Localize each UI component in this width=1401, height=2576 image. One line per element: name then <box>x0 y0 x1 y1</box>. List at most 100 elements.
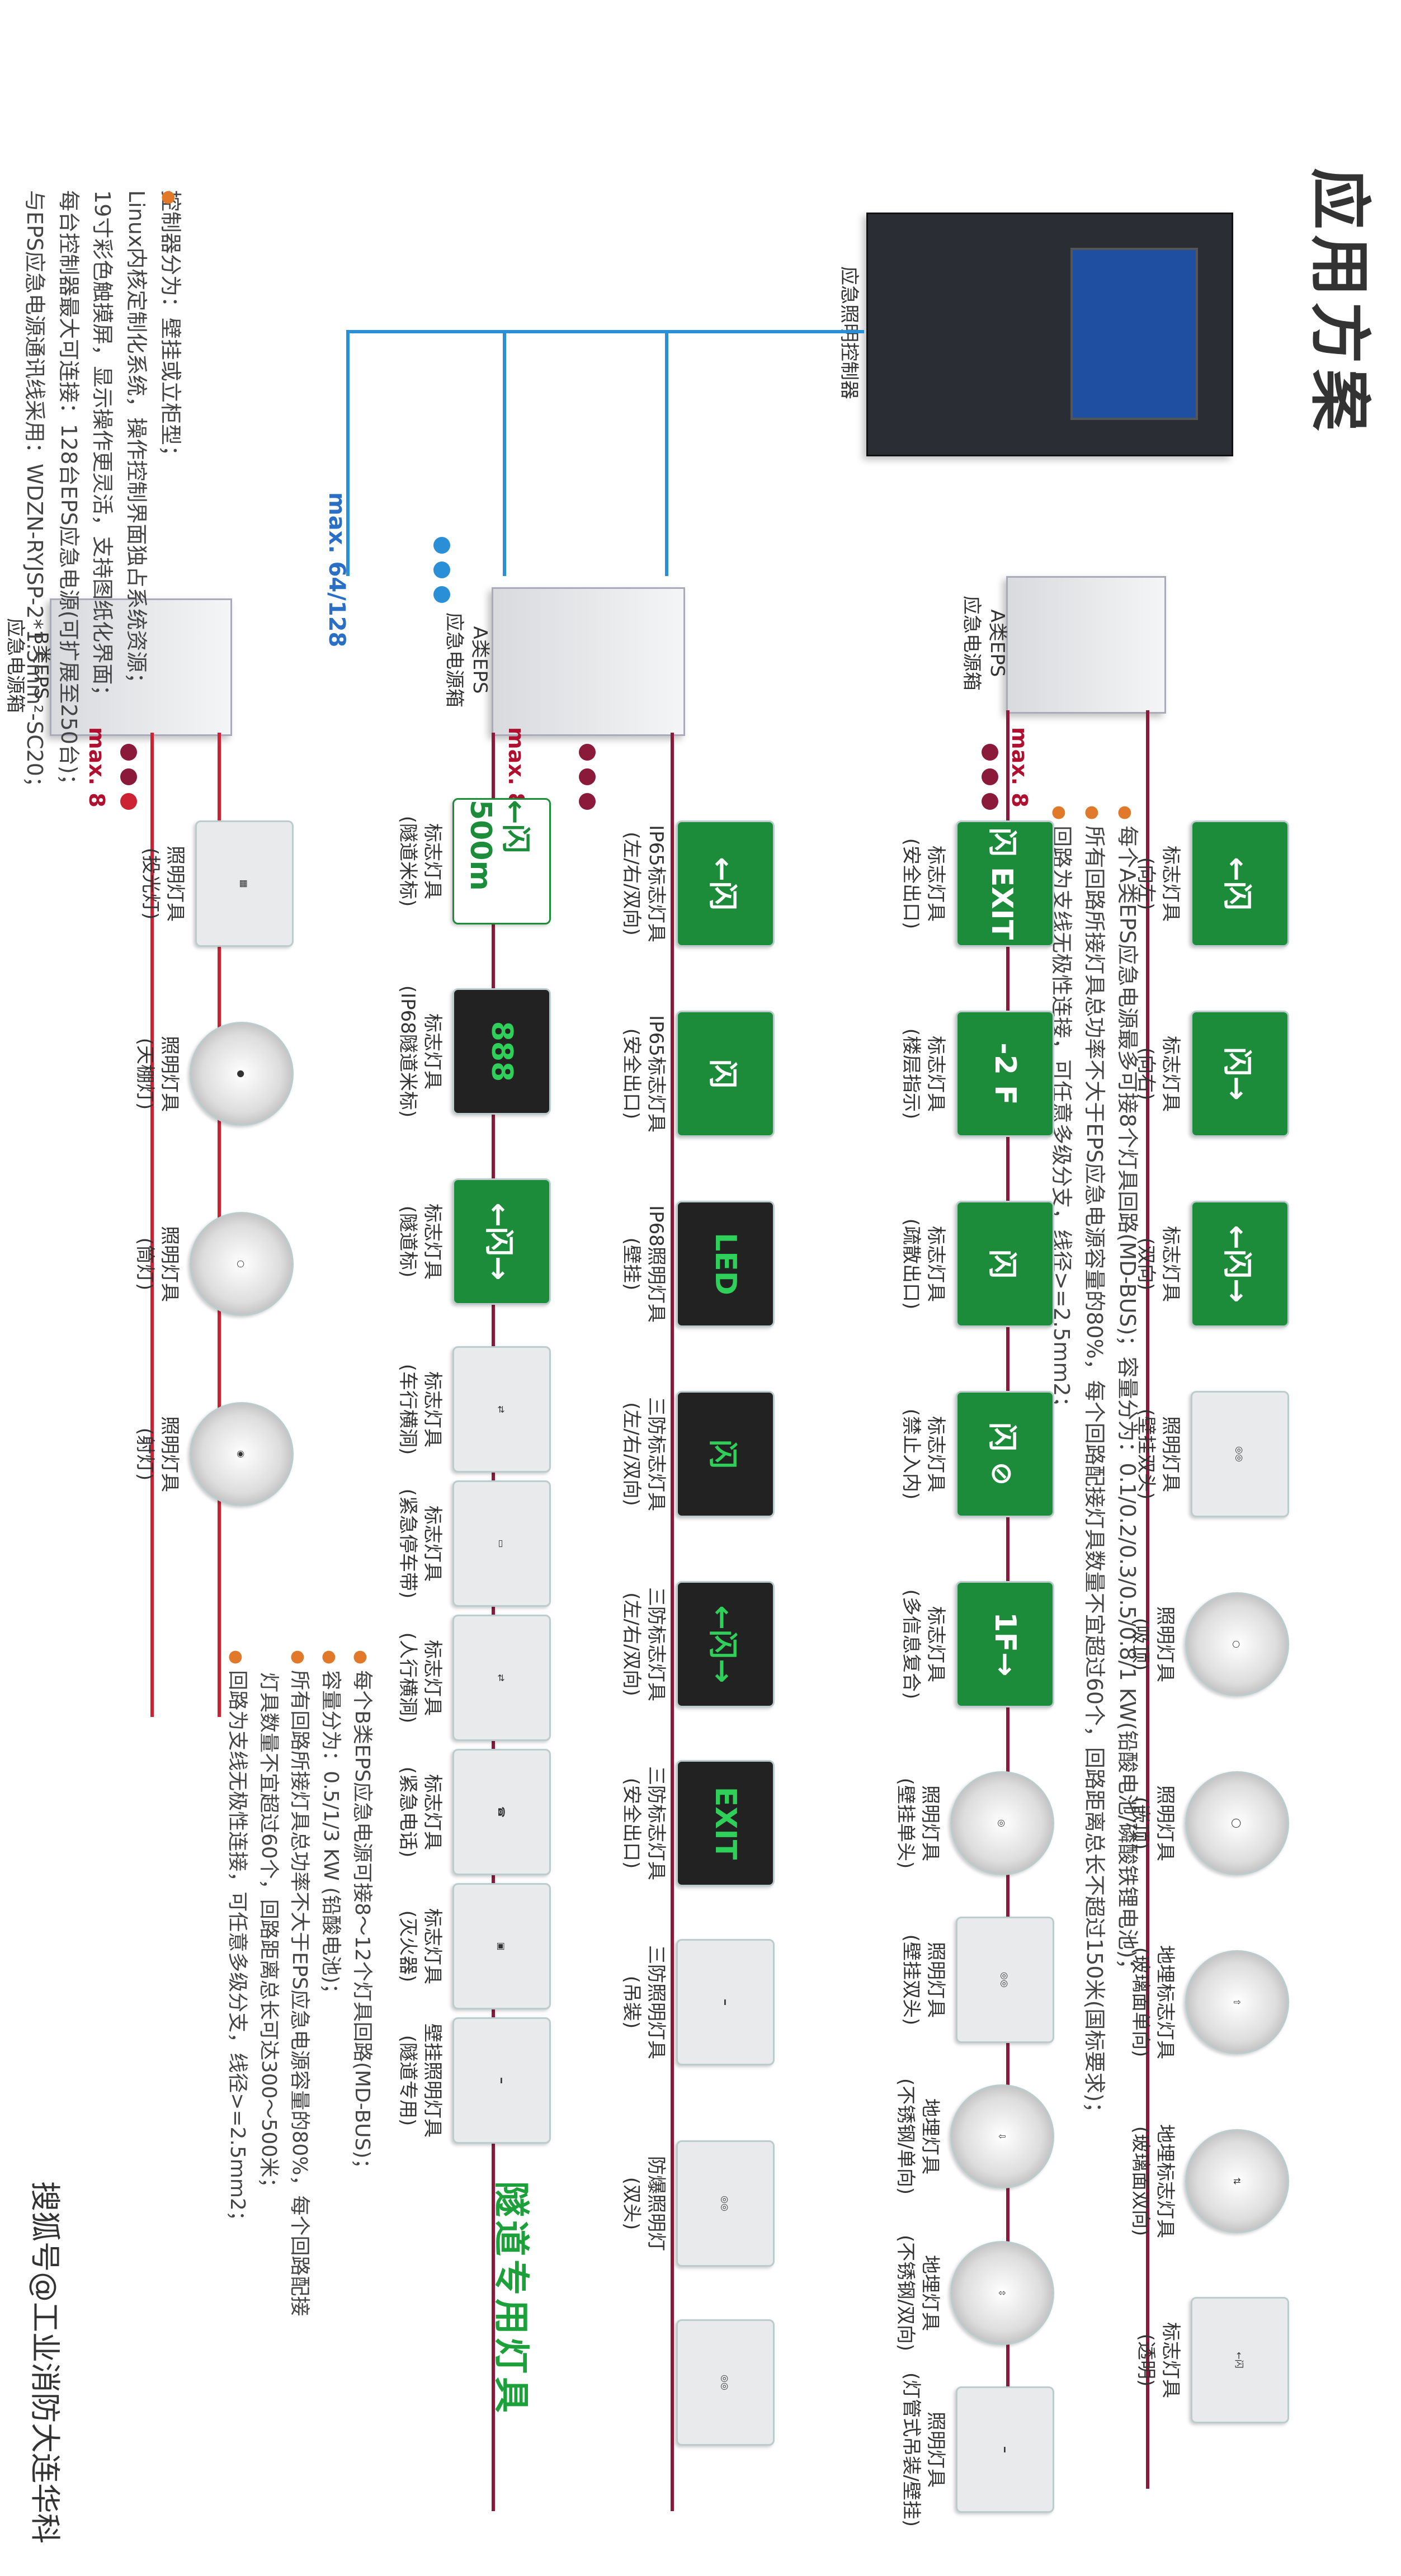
device-icon: EXIT <box>676 1760 775 1886</box>
eps-a1-label: A类EPS 应急电源箱 <box>960 596 1008 691</box>
controller-screen <box>1070 248 1198 420</box>
device-icon: ☎ <box>452 1749 551 1875</box>
device-icon: ▦ <box>195 820 294 947</box>
device-icon: ←闪→ <box>452 1178 551 1305</box>
device-icon: ←闪 <box>1191 820 1289 947</box>
device-label: 标志灯具 (车行横洞) <box>396 1364 444 1455</box>
device-item: ▣标志灯具 (灭火器) <box>395 1868 551 2025</box>
device-icon: ▣ <box>452 1883 551 2009</box>
device-label: 照明灯具 (壁挂单头) <box>894 1777 941 1869</box>
device-item: ◯照明灯具 (嵌顶) <box>1128 1745 1289 1902</box>
device-label: IP68照明灯具 (壁挂) <box>620 1205 667 1323</box>
device-item: 闪三防标志灯具 (左/右/双向) <box>619 1376 775 1532</box>
comms-bus <box>665 330 668 576</box>
note-b-line: 回路为支线无极性连接，可任意多级分支，线径>=2.5mm2； <box>225 1670 249 2231</box>
eps-a1-cabinet <box>1006 576 1166 714</box>
device-icon: ◎◎ <box>956 1917 1054 2043</box>
device-label: 照明灯具 (投光灯) <box>139 846 186 922</box>
device-item: ◎◎照明灯具 (壁挂双头) <box>899 1902 1054 2058</box>
device-item: ⇄标志灯具 (车行横洞) <box>395 1331 551 1488</box>
device-item: ←闪→标志灯具 (隧道标) <box>395 1163 551 1320</box>
watermark: 搜狐号@工业消防大连华科 <box>27 2181 63 2544</box>
device-icon: ←闪 500m <box>452 798 551 924</box>
device-item: 1F→标志灯具 (多信息复合) <box>899 1566 1054 1723</box>
eps-a1-max: max. 8 <box>1007 727 1032 808</box>
device-label: 三防标志灯具 (左/右/双向) <box>620 1397 667 1511</box>
device-label: 标志灯具 (透明) <box>1134 2322 1182 2398</box>
device-label: 三防标志灯具 (左/右/双向) <box>620 1587 667 1701</box>
device-item: ◎照明灯具 (壁挂单头) <box>893 1745 1054 1902</box>
device-item: ━照明灯具 (灯管式吊装/壁挂) <box>899 2371 1054 2528</box>
device-icon: ⇧ <box>1185 1950 1289 2054</box>
device-label: 照明灯具 (灯管式吊装/壁挂) <box>899 2372 947 2527</box>
device-icon: LED <box>676 1201 775 1327</box>
device-icon: ● <box>190 1022 294 1126</box>
device-icon: ◎◎ <box>676 2319 775 2446</box>
note-a-line: 所有回路所接灯具总功率不大于EPS应急电源容量的80%，每个回路配接灯具数量不宜… <box>1082 825 1107 2124</box>
note-b-line: 容量分为：0.5/1/3 KW (铅酸电池)； <box>319 1670 343 2004</box>
device-icon: 888 <box>452 988 551 1115</box>
controller-note-line: 控制器分为：壁挂或立柜型； <box>158 190 183 467</box>
device-icon: ⇄ <box>452 1346 551 1473</box>
device-label: 标志灯具 (禁止入内) <box>899 1408 947 1500</box>
device-item: ○照明灯具 (筒灯) <box>133 1186 294 1342</box>
note-b: ●每个B类EPS应急电源可接8～12个灯具回路(MD-BUS)； ●容量分为：0… <box>225 1650 374 2316</box>
device-label: 标志灯具 (隧道标) <box>396 1204 444 1280</box>
device-icon: 闪 <box>956 1201 1054 1327</box>
tunnel-title: 隧道专用灯具 <box>490 2181 531 2416</box>
device-item: ←闪标志灯具 (向左) <box>1134 805 1289 962</box>
device-label: IP65标志灯具 (安全出口) <box>620 1015 667 1133</box>
device-label: 标志灯具 (人行横洞) <box>396 1632 444 1724</box>
eps-a2-dots <box>579 744 596 810</box>
device-item: ━三防照明灯具 (吊装) <box>619 1924 775 2080</box>
device-item: 闪标志灯具 (疏散出口) <box>899 1186 1054 1342</box>
device-item: ◉照明灯具 (射灯) <box>133 1376 294 1532</box>
device-item: ⇳地埋灯具 (不锈钢/双向) <box>893 2215 1054 2371</box>
eps-a1-dots <box>982 744 998 810</box>
device-icon: ○ <box>1185 1592 1289 1696</box>
device-icon: ◉ <box>190 1402 294 1506</box>
device-item: ←闪→标志灯具 (双向) <box>1134 1186 1289 1342</box>
device-label: 标志灯具 (灭火器) <box>396 1908 444 1984</box>
device-label: 地埋灯具 (不锈钢/单向) <box>894 2078 941 2195</box>
device-label: 照明灯具 (嵌顶) <box>1129 1785 1176 1861</box>
device-label: 照明灯具 (壁挂双头) <box>899 1934 947 2026</box>
device-item: ●照明灯具 (天棚灯) <box>133 996 294 1152</box>
device-label: 照明灯具 (射灯) <box>133 1416 181 1492</box>
device-icon: ▭ <box>452 1480 551 1607</box>
device-icon: ━ <box>452 2017 551 2144</box>
controller-cabinet <box>866 213 1233 456</box>
device-icon: ◯ <box>1185 1771 1289 1875</box>
device-icon: ⇅ <box>1185 2129 1289 2233</box>
device-label: 地埋灯具 (不锈钢/双向) <box>894 2235 941 2351</box>
comms-bus <box>503 330 506 576</box>
device-icon: ⇩ <box>950 2084 1054 2188</box>
device-icon: 闪 <box>676 1391 775 1517</box>
device-label: 照明灯具 (天棚灯) <box>133 1036 181 1112</box>
device-label: 地埋标志灯具 (玻璃面单向) <box>1129 1945 1176 2059</box>
device-icon: ←闪 <box>676 820 775 947</box>
eps-a2-label: A类EPS 应急电源箱 <box>443 612 491 707</box>
device-label: 地埋标志灯具 (玻璃面双向) <box>1129 2124 1176 2238</box>
device-item: ⇄标志灯具 (人行横洞) <box>395 1600 551 1756</box>
device-label: 标志灯具 (双向) <box>1134 1226 1182 1302</box>
device-icon: ←闪→ <box>1191 1201 1289 1327</box>
device-label: 标志灯具 (紧急停车带) <box>396 1488 444 1599</box>
device-icon: -2 F <box>956 1011 1054 1137</box>
device-icon: ━ <box>676 1939 775 2065</box>
device-icon: ◎◎ <box>676 2140 775 2267</box>
device-icon: ◎ <box>950 1771 1054 1875</box>
device-item: ⇧地埋标志灯具 (玻璃面单向) <box>1128 1924 1289 2080</box>
device-label: 标志灯具 (IP68隧道米标) <box>396 985 444 1118</box>
device-label: 标志灯具 (多信息复合) <box>899 1589 947 1700</box>
note-b-line: 所有回路所接灯具总功率不大于EPS应急电源容量的80%，每个回路配接 <box>288 1670 312 2316</box>
device-item: 闪 ⊘标志灯具 (禁止入内) <box>899 1376 1054 1532</box>
device-item: ⇩地埋灯具 (不锈钢/单向) <box>893 2058 1054 2215</box>
note-b-line: 每个B类EPS应急电源可接8～12个灯具回路(MD-BUS)； <box>351 1670 374 2179</box>
page-title: 应用方案 <box>1304 168 1375 436</box>
